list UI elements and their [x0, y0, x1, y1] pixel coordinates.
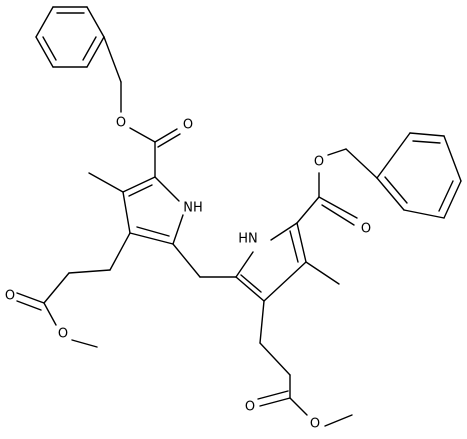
- aromatic-inner-bond: [384, 176, 408, 204]
- bond: [443, 135, 462, 182]
- carbonyl-double-bond: [318, 196, 358, 219]
- bond: [172, 214, 184, 245]
- right-pyrrole-hn-label: HN: [238, 232, 258, 247]
- bond: [409, 132, 445, 137]
- methoxy-bond: [71, 339, 98, 348]
- carbonyl-double-bond-inner: [321, 204, 355, 226]
- chain-carbonyl-double-bond: [16, 292, 45, 304]
- bond: [403, 209, 445, 219]
- bond: [263, 261, 307, 302]
- right-chain-ester-oxygen-label: O: [310, 417, 320, 432]
- chain-bond: [289, 397, 308, 416]
- left-chain-carbonyl-oxygen-label: O: [5, 289, 15, 304]
- right-ester-oxygen-label: O: [314, 155, 324, 170]
- chain-bond: [259, 300, 265, 344]
- bond: [270, 222, 298, 241]
- right-methyl-bond: [305, 261, 340, 285]
- methoxy-bond: [324, 414, 353, 427]
- bond: [86, 6, 105, 38]
- left-pyrrole-ring: [122, 176, 184, 245]
- benzyl-ch2-bond: [103, 36, 122, 83]
- ring-double-bond-inner: [136, 226, 170, 237]
- bond: [296, 222, 307, 263]
- left-phenyl-ring: [35, 6, 105, 68]
- ring-carbonyl-bond: [296, 196, 320, 224]
- o-ch2-bond: [327, 148, 347, 156]
- left-ester-carbonyl-oxygen-label: O: [183, 118, 193, 133]
- left-methyl-bond: [88, 172, 124, 193]
- aromatic-inner-bond: [438, 180, 454, 212]
- ring-double-bond-inner: [240, 274, 262, 293]
- aromatic-inner-bond: [82, 36, 97, 61]
- ring-double-bond-inner: [289, 230, 299, 263]
- right-ester-carbonyl-oxygen-label: O: [361, 222, 371, 237]
- chain-carbonyl-double-bond: [259, 397, 291, 407]
- bond: [86, 36, 105, 68]
- bond: [235, 251, 254, 278]
- right-pyrrole-ring: [235, 222, 307, 302]
- bond: [35, 36, 54, 68]
- bond: [376, 177, 405, 211]
- bond: [129, 232, 174, 245]
- left-chain-ester-oxygen-label: O: [58, 327, 68, 342]
- right-phenyl-ring: [376, 132, 462, 219]
- benzyl-ch2-bond: [345, 148, 378, 179]
- chain-bond: [68, 269, 111, 274]
- bond: [35, 6, 54, 38]
- aromatic-inner-bond: [42, 36, 57, 61]
- o-carbonyl-bond: [129, 127, 156, 143]
- chain-carbonyl-double-bond-inner: [257, 390, 289, 400]
- bond: [122, 191, 131, 234]
- bond: [443, 180, 462, 219]
- left-pyrrole-nh-label: NH: [183, 201, 203, 216]
- bond: [235, 276, 265, 302]
- ring-double-bond-inner: [128, 184, 153, 197]
- bond: [154, 176, 180, 202]
- right-chain-carbonyl-oxygen-label: O: [245, 400, 255, 415]
- chain-bond: [259, 342, 291, 376]
- chain-bond: [43, 302, 57, 326]
- chain-bond: [43, 272, 70, 304]
- chain-bond: [109, 232, 131, 271]
- bond: [122, 176, 156, 193]
- bond: [376, 132, 411, 179]
- carbonyl-double-bond: [154, 128, 178, 143]
- aromatic-inner-bond: [412, 140, 441, 144]
- carbonyl-double-bond-inner: [157, 133, 181, 148]
- chain-carbonyl-double-bond-inner: [16, 300, 42, 311]
- bridge-bond: [172, 243, 201, 278]
- left-ester-oxygen-label: O: [116, 116, 126, 131]
